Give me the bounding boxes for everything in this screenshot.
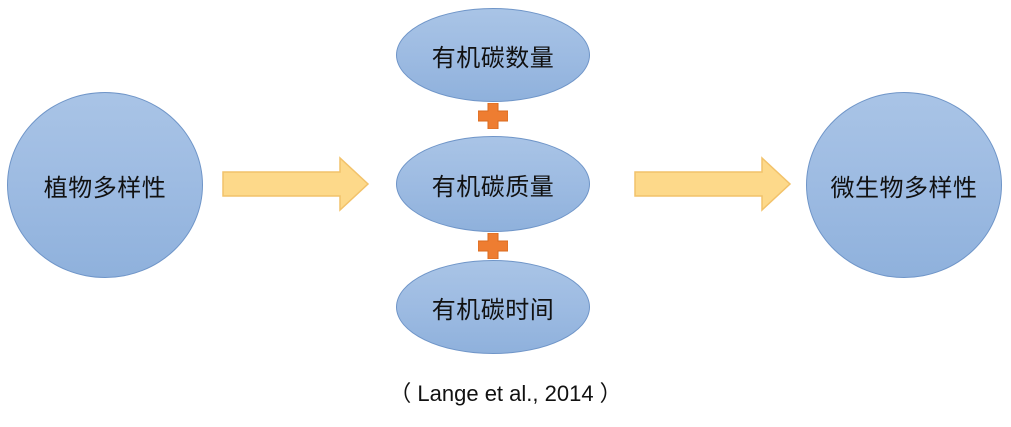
plant-diversity-node: 植物多样性 bbox=[7, 92, 203, 278]
plant-diversity-label: 植物多样性 bbox=[43, 173, 167, 202]
arrow-right-icon bbox=[634, 156, 792, 212]
organic-carbon-quantity-node: 有机碳数量 bbox=[396, 8, 590, 102]
organic-carbon-time-node: 有机碳时间 bbox=[396, 260, 590, 354]
microbial-diversity-node: 微生物多样性 bbox=[806, 92, 1002, 278]
citation-text: （ Lange et al., 2014 ） bbox=[389, 381, 622, 406]
organic-carbon-quality-node: 有机碳质量 bbox=[396, 136, 590, 232]
organic-carbon-time-label: 有机碳时间 bbox=[431, 295, 555, 324]
plus-icon bbox=[478, 233, 508, 259]
plus-icon bbox=[478, 103, 508, 129]
microbial-diversity-label: 微生物多样性 bbox=[830, 173, 978, 202]
organic-carbon-quality-label: 有机碳质量 bbox=[431, 172, 555, 201]
organic-carbon-quantity-label: 有机碳数量 bbox=[431, 43, 555, 72]
arrow-right-icon bbox=[222, 156, 370, 212]
